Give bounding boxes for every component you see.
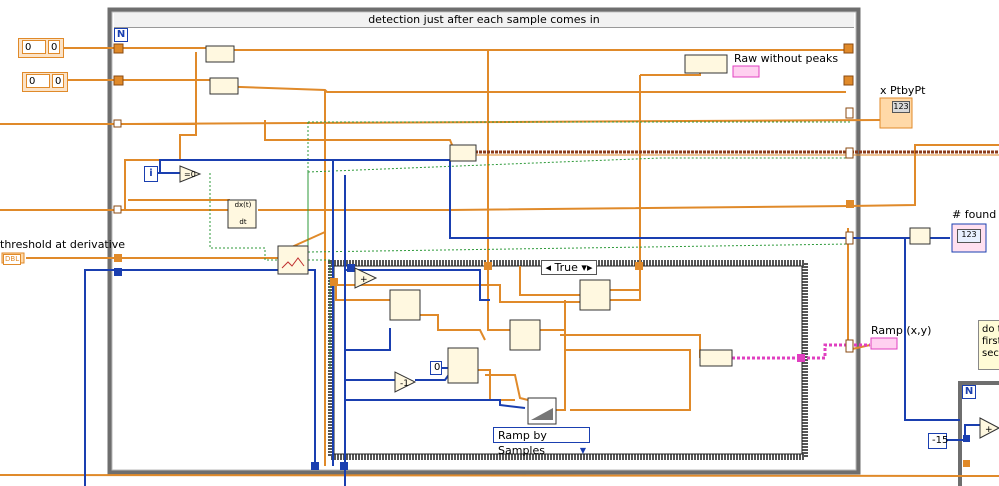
threshold-label: threshold at derivative xyxy=(0,238,126,251)
loop-title: detection just after each sample comes i… xyxy=(114,13,854,28)
case-selector[interactable]: ◂ True ▾▸ xyxy=(541,260,597,275)
zero-constant[interactable]: 0 xyxy=(430,361,442,375)
pink-wires xyxy=(732,343,870,360)
case-prev-arrow[interactable]: ◂ xyxy=(545,261,552,274)
right-loop-count-terminal[interactable]: N xyxy=(962,385,976,399)
x-ptbypt-indicator[interactable]: 123 xyxy=(892,101,910,113)
loop-count-terminal[interactable]: N xyxy=(114,28,128,42)
build-array-nodes[interactable] xyxy=(205,45,931,384)
ramp-xy-label: Ramp (x,y) xyxy=(871,324,932,337)
right-for-loop-frame[interactable] xyxy=(958,381,999,486)
derivative-label-top: dx(t) xyxy=(234,201,252,209)
peak-detector-node[interactable] xyxy=(277,245,309,275)
control-2-value[interactable]: 0 xyxy=(26,74,50,88)
svg-text:+: + xyxy=(985,425,993,435)
minus-15-constant[interactable]: -15 xyxy=(928,433,948,449)
chevron-down-icon: ▼ xyxy=(579,446,586,455)
primitive-nodes[interactable] xyxy=(179,165,999,439)
threshold-terminal[interactable]: DBL xyxy=(3,254,22,265)
free-label-note: do t first seco xyxy=(978,320,999,370)
found-indicator[interactable]: 123 xyxy=(957,229,981,243)
case-next-arrow[interactable]: ▾▸ xyxy=(581,261,593,274)
svg-text:+: + xyxy=(360,275,368,285)
control-1-value[interactable]: 0 xyxy=(22,40,46,54)
x-ptbypt-label: x PtbyPt xyxy=(880,84,926,97)
control-1-small[interactable]: 0 xyxy=(48,40,60,54)
derivative-node[interactable] xyxy=(227,199,257,229)
derivative-label-bottom: dt xyxy=(239,218,247,226)
iteration-terminal[interactable]: i xyxy=(144,166,158,182)
for-loop-frame[interactable] xyxy=(107,7,861,475)
orange-wires xyxy=(0,47,999,477)
control-2-small[interactable]: 0 xyxy=(52,74,64,88)
raw-without-peaks-label: Raw without peaks xyxy=(734,52,839,65)
case-selector-value: True xyxy=(554,261,578,274)
found-label: # found xyxy=(952,208,997,221)
ramp-mode-value: Ramp by Samples xyxy=(498,429,547,457)
ramp-mode-dropdown[interactable]: Ramp by Samples ▼ xyxy=(493,427,590,457)
svg-text:-1: -1 xyxy=(400,379,409,389)
svg-text:=0: =0 xyxy=(184,170,196,179)
